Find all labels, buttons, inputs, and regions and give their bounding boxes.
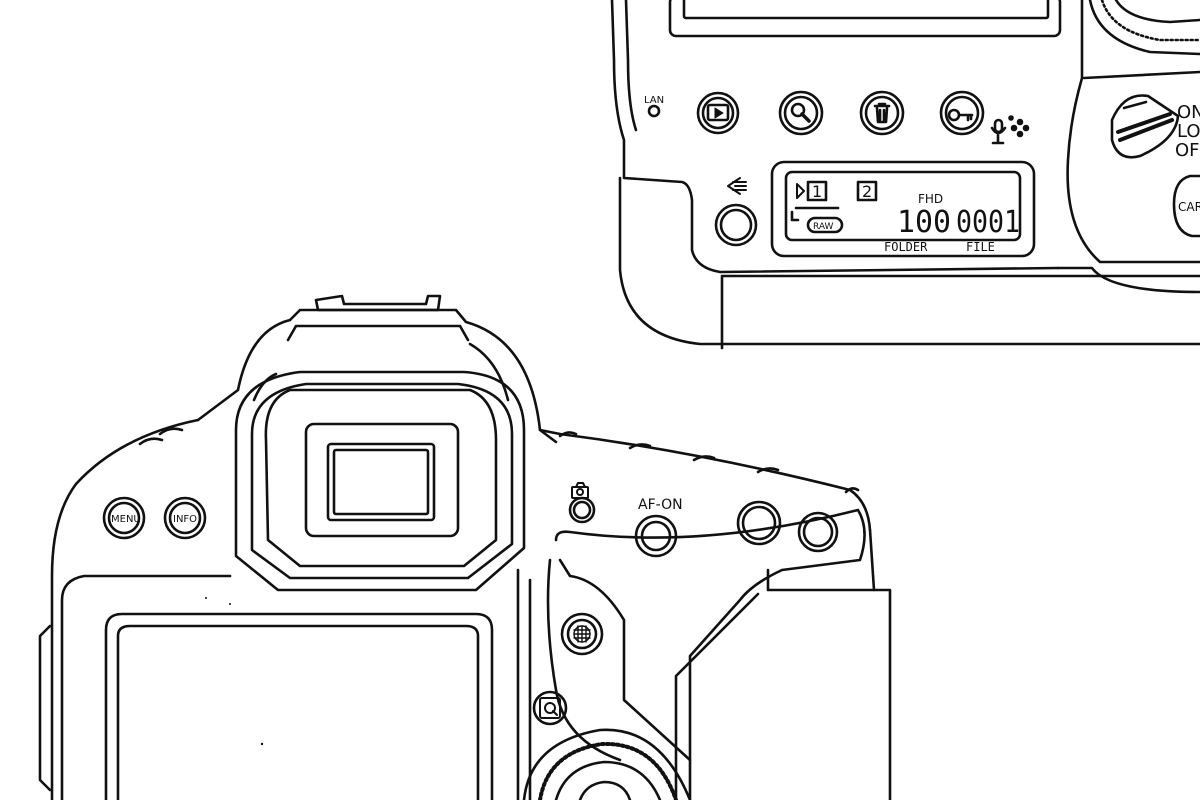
- lcd-screen: [116, 624, 480, 800]
- quick-control-dial[interactable]: [522, 728, 692, 800]
- prism-side-left: [196, 318, 292, 422]
- left-shoulder-inner: [60, 574, 232, 800]
- top-body-step: [1056, 266, 1200, 294]
- top-dial: [1088, 0, 1200, 56]
- key-icon: [947, 108, 974, 122]
- eyecup-rubber: [264, 388, 498, 568]
- top-body-outline-inner: [624, 0, 638, 132]
- top-sub-screen-frame: [668, 0, 1062, 38]
- multi-controller[interactable]: [560, 612, 604, 656]
- quick-control-icon: [539, 697, 561, 719]
- live-view-button[interactable]: [568, 496, 596, 524]
- camera-back-view: MENU INFO AF-ON: [38, 294, 892, 800]
- raw-indicator: RAW: [813, 222, 834, 232]
- grip-edge: [868, 528, 876, 592]
- power-switch[interactable]: [1110, 94, 1180, 159]
- playback-button[interactable]: [696, 91, 740, 135]
- trash-icon: [873, 102, 891, 124]
- prism-housing: [288, 308, 558, 444]
- top-lcd-panel: 1 2 RAW FHD 100 0001: [770, 160, 1036, 258]
- right-grip-panel: [554, 508, 866, 800]
- exposure-lock-button[interactable]: [736, 500, 782, 546]
- erase-button[interactable]: [859, 90, 905, 136]
- folder-number: 100: [897, 205, 951, 240]
- body-divider: [516, 568, 532, 800]
- top-right-edge: [1066, 0, 1200, 264]
- power-lock-label: LO: [1177, 121, 1200, 142]
- select-arrow-icon: [727, 177, 747, 195]
- viewfinder-window: [326, 442, 436, 522]
- top-sub-screen: [682, 0, 1050, 20]
- top-body-base: [618, 176, 1200, 346]
- right-grip-panel-inner: [558, 558, 692, 762]
- card1-indicator: 1: [812, 182, 822, 201]
- menu-button[interactable]: MENU: [102, 496, 146, 540]
- quick-control-button[interactable]: [532, 690, 568, 726]
- magnify-button[interactable]: [778, 90, 824, 136]
- play-icon: [706, 103, 730, 122]
- side-curve: [546, 558, 622, 762]
- left-shoulder: [50, 418, 200, 800]
- left-top-buttons: [138, 427, 184, 446]
- camera-top-view: LAN: [610, 0, 1200, 350]
- select-button[interactable]: [714, 203, 758, 247]
- microphone-icon: [990, 115, 1030, 145]
- info-button[interactable]: INFO: [163, 496, 207, 540]
- file-label: FILE: [966, 240, 995, 254]
- info-button-label: INFO: [173, 514, 197, 525]
- power-on-label: ON: [1177, 102, 1200, 123]
- file-number: 0001: [956, 205, 1020, 240]
- grip-diagonal: [674, 592, 760, 800]
- quality-indicator: FHD: [918, 192, 943, 206]
- eyecup-inner: [250, 382, 514, 580]
- protect-button[interactable]: [939, 90, 985, 136]
- af-on-label: AF-ON: [638, 497, 683, 513]
- prism-side-right-inner: [468, 342, 510, 402]
- grip-step: [766, 568, 892, 800]
- right-top-plate: [538, 428, 872, 532]
- viewfinder-frame: [304, 422, 460, 538]
- magnify-icon: [790, 102, 811, 123]
- card2-indicator: 2: [862, 182, 872, 201]
- left-edge-strap: [38, 624, 52, 792]
- paper-specks: [205, 597, 264, 746]
- lcd-screen-bezel: [104, 612, 494, 800]
- lan-lamp: [647, 104, 661, 118]
- top-body-base-inner: [720, 274, 1200, 350]
- top-body-outline: [610, 0, 1060, 274]
- prism-housing-inner: [286, 324, 470, 342]
- top-right-edge-inner: [1082, 70, 1200, 80]
- power-off-label: OF: [1175, 140, 1200, 161]
- multi-controller-icon: [573, 625, 591, 643]
- eyecup-outer: [234, 370, 526, 592]
- folder-label: FOLDER: [884, 240, 928, 254]
- card-button-label: CAR: [1178, 200, 1200, 214]
- viewfinder-glass: [332, 448, 430, 516]
- camera-icon: [571, 482, 589, 499]
- right-top-buttons: [558, 431, 860, 494]
- hot-shoe: [314, 294, 442, 312]
- card-button[interactable]: CAR: [1172, 174, 1200, 238]
- af-point-button[interactable]: [797, 511, 839, 553]
- af-on-button[interactable]: [634, 514, 678, 558]
- menu-button-label: MENU: [111, 514, 141, 525]
- lan-label: LAN: [644, 95, 664, 106]
